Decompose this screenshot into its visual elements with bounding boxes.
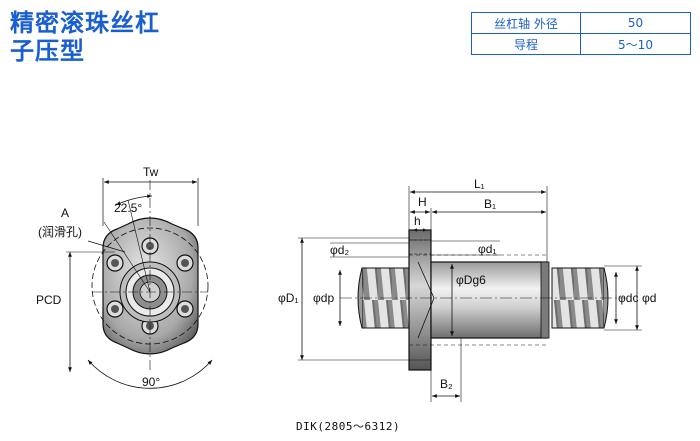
spec-row-shaft-diameter: 丝杠轴 外径 50 — [471, 12, 691, 34]
label-d1: φd₁ — [478, 242, 497, 256]
page-title-line2: 子压型 — [10, 37, 85, 65]
label-h-flange: H — [418, 195, 427, 209]
label-point-a: A — [61, 206, 69, 220]
label-b1: B₁ — [484, 197, 496, 211]
spec-label-lead: 导程 — [471, 33, 581, 55]
label-angle-90: 90° — [142, 375, 160, 389]
page-title-line1: 精密滚珠丝杠 — [10, 9, 160, 37]
label-h-small: h — [414, 214, 421, 228]
side-view — [298, 186, 642, 402]
label-dp: φdp — [313, 291, 334, 305]
label-tw: Tw — [143, 165, 159, 179]
label-dc: φdc — [618, 291, 638, 305]
spec-table: 丝杠轴 外径 50 导程 5～10 — [471, 12, 691, 55]
flange-front-view — [66, 178, 213, 389]
label-d2: φd₂ — [330, 243, 349, 257]
drawing-caption: DIK(2805～6312) — [296, 420, 401, 433]
spec-label-shaft-diameter: 丝杠轴 外径 — [471, 12, 581, 34]
label-d1-outer: φD₁ — [278, 291, 299, 305]
label-b2: B₂ — [440, 377, 453, 391]
spec-value-lead: 5～10 — [580, 33, 691, 55]
label-l1: L₁ — [474, 177, 485, 191]
label-pcd: PCD — [36, 293, 62, 307]
label-lubrication-hole: (润滑孔) — [38, 225, 82, 239]
label-dg6: φDg6 — [456, 273, 486, 287]
spec-row-lead: 导程 5～10 — [471, 33, 691, 55]
label-d: φd — [642, 291, 656, 305]
label-angle-22-5: 22.5° — [114, 201, 142, 215]
